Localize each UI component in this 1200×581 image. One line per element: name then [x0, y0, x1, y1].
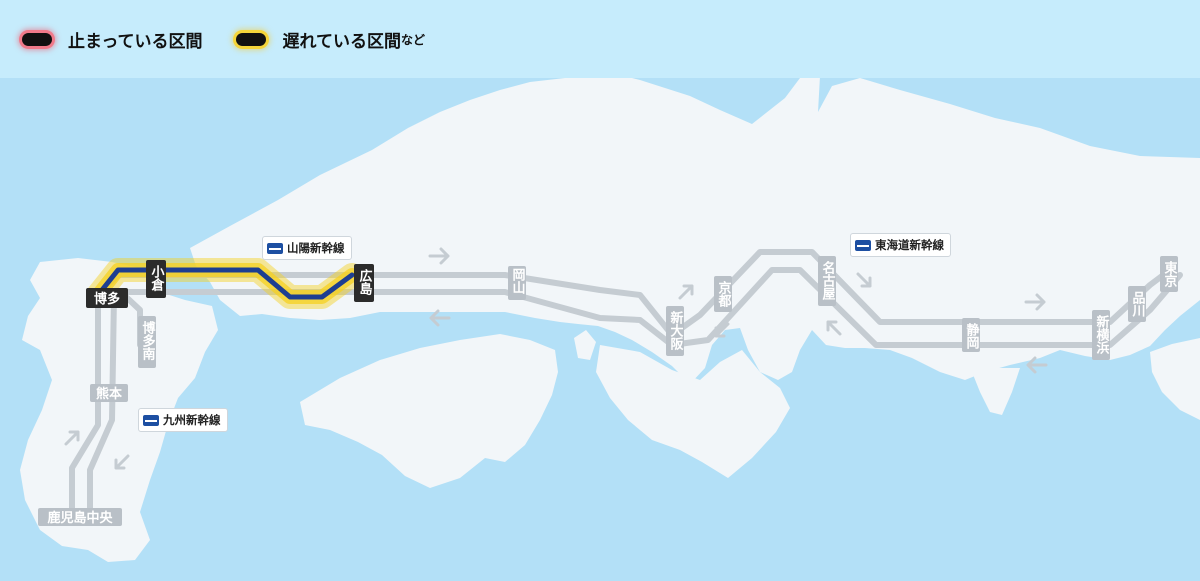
station-kagoshima-chuo[interactable]: 鹿児島中央 [38, 508, 122, 526]
arrow-up-right-icon [678, 284, 694, 300]
arrow-right-icon-east [1024, 293, 1046, 311]
station-kyoto[interactable]: 京都 [714, 276, 732, 312]
line-label-sanyo-text: 山陽新幹線 [287, 241, 345, 255]
track-kyushu-2 [69, 292, 101, 513]
shinkansen-logo-icon [267, 242, 283, 254]
station-hakata-minami-label: 博多南 [140, 320, 156, 361]
station-shin-yokohama[interactable]: 新横浜 [1092, 310, 1110, 360]
legend: 止まっている区間 遅れている区間など [0, 0, 1200, 78]
track-kyushu-1 [87, 292, 117, 513]
land-izu [972, 368, 1020, 415]
station-shizuoka[interactable]: 静岡 [962, 318, 980, 352]
track-outbound [95, 249, 1173, 338]
arrow-right-icon [428, 247, 450, 265]
arrow-down-left-icon [714, 322, 730, 338]
arrow-down-right-icon [856, 272, 872, 288]
legend-delayed-label: 遅れている区間 [282, 31, 401, 52]
shinkansen-logo-icon [855, 239, 871, 251]
station-kumamoto-label: 熊本 [96, 386, 122, 402]
station-shin-yokohama-label: 新横浜 [1094, 314, 1110, 355]
arrow-down-left-icon-kyushu [114, 454, 130, 470]
line-label-tokaido[interactable]: 東海道新幹線 [850, 233, 951, 257]
line-label-kyushu[interactable]: 九州新幹線 [138, 408, 228, 432]
legend-stopped-label: 止まっている区間 [68, 31, 203, 52]
station-shinagawa-label: 品川 [1130, 291, 1147, 317]
legend-delayed-suffix: など [400, 32, 425, 47]
track-return [95, 267, 1183, 348]
arrow-up-right-icon-kyushu [64, 430, 80, 446]
station-nagoya[interactable]: 名古屋 [818, 256, 836, 306]
station-okayama-label: 岡山 [510, 268, 526, 295]
line-label-sanyo[interactable]: 山陽新幹線 [262, 236, 352, 260]
station-tokyo-label: 東京 [1162, 260, 1178, 288]
station-hakata-label: 博多 [94, 291, 120, 307]
delayed-track [95, 267, 355, 300]
station-kagoshima-chuo-label: 鹿児島中央 [47, 510, 113, 526]
station-nagoya-label: 名古屋 [820, 260, 836, 301]
line-label-kyushu-text: 九州新幹線 [163, 413, 221, 427]
station-hakata[interactable]: 博多 [86, 288, 128, 308]
shinkansen-logo-icon [143, 414, 159, 426]
station-shin-osaka[interactable]: 新大阪 [666, 306, 684, 356]
line-label-tokaido-text: 東海道新幹線 [875, 238, 944, 252]
station-shizuoka-label: 静岡 [964, 322, 980, 350]
legend-item-delayed: 遅れている区間など [236, 27, 425, 52]
station-hiroshima-label: 広島 [357, 268, 373, 296]
station-kokura-label: 小倉 [149, 265, 166, 292]
station-hakata-minami[interactable]: 博多南 [138, 316, 156, 368]
stopped-swatch-icon [22, 32, 52, 46]
station-kokura[interactable]: 小倉 [146, 260, 166, 298]
arrow-up-left-icon [826, 320, 842, 336]
legend-item-stopped: 止まっている区間 [22, 27, 202, 52]
delayed-swatch-icon [236, 32, 267, 46]
land-honshu [190, 70, 1200, 384]
arrow-left-icon-east [1026, 356, 1048, 374]
station-tokyo[interactable]: 東京 [1160, 256, 1178, 292]
land-awaji [574, 330, 596, 360]
land-kii [596, 345, 790, 478]
land-shikoku [300, 334, 558, 488]
station-hiroshima[interactable]: 広島 [354, 264, 374, 302]
station-okayama[interactable]: 岡山 [508, 266, 526, 300]
arrow-left-icon [429, 309, 451, 327]
land-boso [1150, 338, 1200, 420]
station-kyoto-label: 京都 [716, 280, 733, 308]
station-kumamoto[interactable]: 熊本 [90, 384, 128, 402]
station-shinagawa[interactable]: 品川 [1128, 286, 1146, 322]
station-shin-osaka-label: 新大阪 [668, 310, 684, 351]
